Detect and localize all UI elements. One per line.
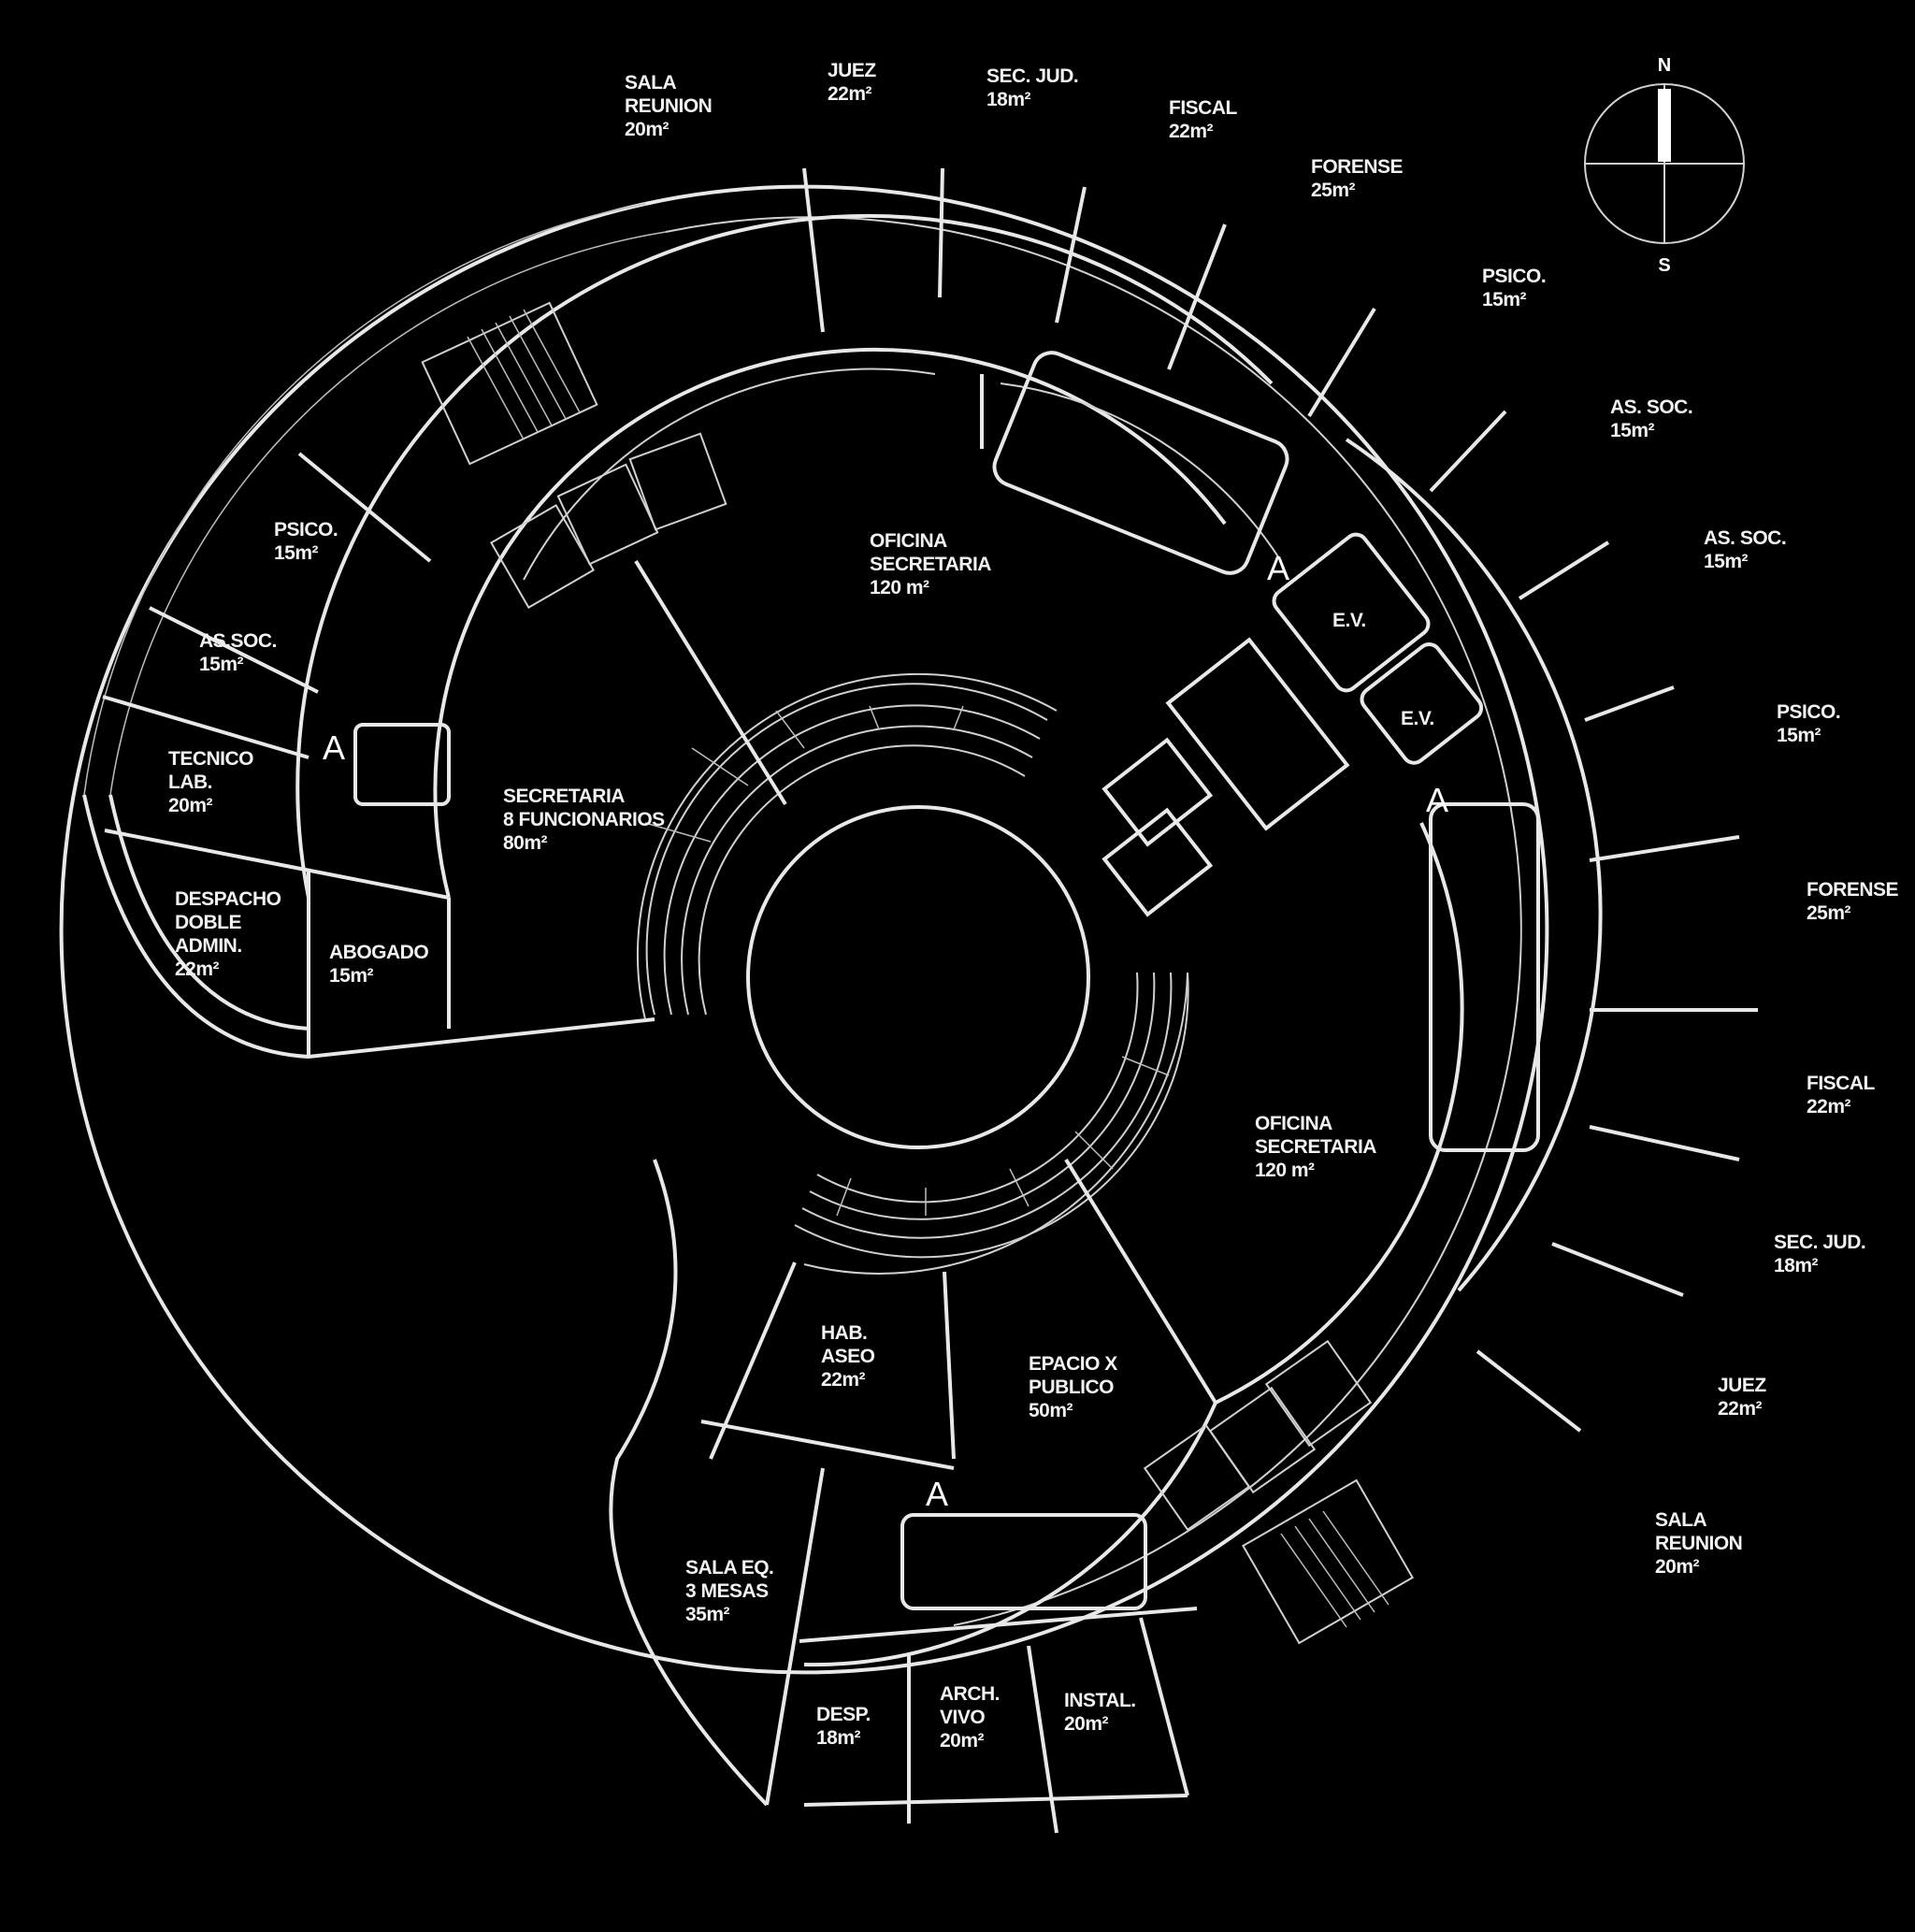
central-atrium	[636, 672, 1189, 1275]
room-label: AS. SOC.15m²	[1610, 396, 1692, 441]
compass-north-needle	[1658, 89, 1671, 162]
section-marker: A	[926, 1475, 948, 1513]
radial-partitions	[102, 167, 1758, 1834]
section-marker: A	[1426, 781, 1448, 819]
room-label: AS.SOC.15m²	[199, 630, 277, 675]
corridor-rings	[295, 213, 1603, 1667]
outer-facade	[59, 184, 1549, 1807]
room-label: E.V.	[1401, 708, 1434, 729]
room-label: E.V.	[1332, 610, 1366, 631]
compass: N S	[1584, 55, 1745, 276]
section-markers: A A A A	[323, 549, 1448, 1513]
room-label: PSICO.15m²	[274, 519, 338, 564]
section-marker: A	[1267, 549, 1289, 587]
stairs	[421, 301, 1414, 1645]
compass-north-label: N	[1658, 55, 1671, 76]
room-label: SEC. JUD.18m²	[986, 65, 1078, 110]
room-label: INSTAL.20m²	[1064, 1690, 1136, 1735]
service-cores	[353, 351, 1540, 1610]
room-label: PSICO.15m²	[1482, 266, 1546, 310]
room-label: AS. SOC.15m²	[1704, 527, 1786, 572]
room-label: SEC. JUD.18m²	[1774, 1232, 1865, 1276]
compass-south-label: S	[1658, 255, 1670, 276]
section-marker: A	[323, 728, 345, 767]
room-label: DESP.18m²	[816, 1704, 871, 1749]
room-label: PSICO.15m²	[1777, 701, 1840, 746]
